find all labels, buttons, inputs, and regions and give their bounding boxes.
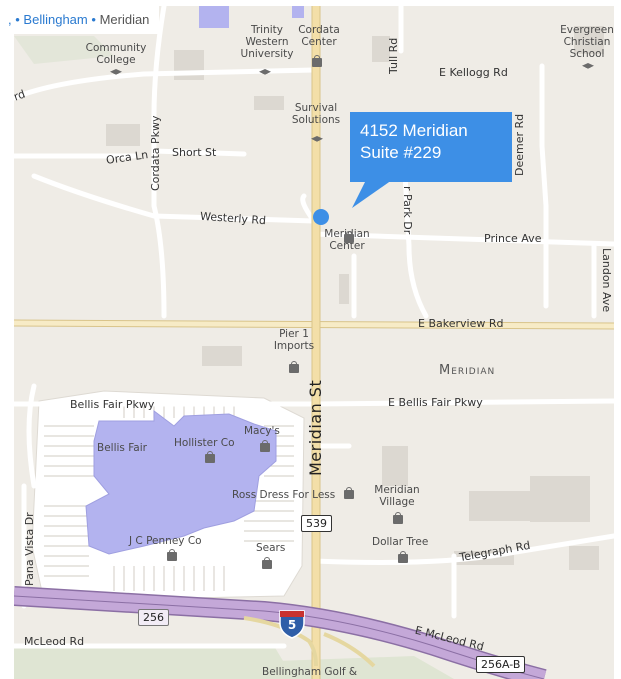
breadcrumb-separator: • [91, 12, 96, 27]
place-bellis-fair[interactable]: Bellis Fair [97, 442, 147, 454]
callout-line-1: 4152 Meridian [360, 121, 468, 140]
road-label-e-bakerview: E Bakerview Rd [418, 317, 504, 330]
place-jc-penney[interactable]: J C Penney Co [129, 535, 202, 547]
breadcrumb-current-meridian: Meridian [99, 12, 150, 27]
road-label-park-dr: r Park Dr [401, 186, 414, 235]
place-bellingham-golf[interactable]: Bellingham Golf & [262, 666, 358, 678]
place-cordata-center[interactable]: Cordata Center [298, 24, 340, 48]
breadcrumb-separator: • [15, 12, 20, 27]
place-hollister-co[interactable]: Hollister Co [174, 437, 235, 449]
callout-line-2: Suite #229 [360, 143, 442, 162]
address-callout[interactable]: 4152 Meridian Suite #229 [350, 112, 512, 182]
shopping-bag-icon [260, 440, 270, 452]
place-evergreen-christian-school[interactable]: Evergreen Christian School [560, 24, 614, 60]
route-256-shield: 256 [138, 609, 169, 626]
interstate-5-number: 5 [287, 618, 297, 632]
shopping-bag-icon [262, 557, 272, 569]
shopping-bag-icon [289, 361, 299, 373]
area-label-meridian: Meridian [439, 363, 496, 378]
interstate-5-shield-icon: 5 [277, 609, 307, 639]
road-label-pana-vista: Pana Vista Dr [23, 512, 36, 586]
shopping-bag-icon [398, 551, 408, 563]
breadcrumb-prefix: , [8, 12, 16, 27]
place-ross-dress-for-less[interactable]: Ross Dress For Less [232, 489, 336, 501]
route-539-shield: 539 [301, 515, 332, 532]
school-icon [110, 69, 122, 75]
road-label-deemer: Deemer Rd [513, 113, 526, 176]
shopping-bag-icon [344, 231, 354, 243]
place-pier1-imports[interactable]: Pier 1 Imports [273, 328, 315, 352]
school-icon [259, 69, 271, 75]
shopping-bag-icon [167, 549, 177, 561]
shopping-bag-icon [312, 55, 322, 67]
road-label-bellis-fair-pkwy-west: Bellis Fair Pkwy [70, 398, 155, 411]
location-pin-icon[interactable] [313, 209, 329, 225]
place-meridian-village[interactable]: Meridian Village [374, 484, 420, 508]
breadcrumb-link-bellingham[interactable]: Bellingham [23, 12, 88, 27]
road-label-e-kellogg: E Kellogg Rd [439, 66, 508, 79]
place-trinity-western-university[interactable]: Trinity Western University [240, 24, 294, 60]
place-community-college[interactable]: Community College [85, 42, 147, 66]
shopping-bag-icon [344, 487, 354, 499]
road-label-mcleod: McLeod Rd [24, 635, 85, 648]
school-icon [311, 136, 323, 142]
road-label-bellis-fair-pkwy-east: E Bellis Fair Pkwy [388, 396, 483, 409]
exit-256ab-sign: 256A-B [476, 656, 526, 673]
road-label-cordata-pkwy: Cordata Pkwy [149, 115, 162, 191]
road-label-tull: Tull Rd [387, 37, 400, 74]
shopping-bag-icon [205, 451, 215, 463]
road-label-landon: Landon Ave [600, 248, 613, 313]
road-label-meridian-st: Meridian St [306, 379, 325, 476]
shopping-bag-icon [393, 512, 403, 524]
place-dollar-tree[interactable]: Dollar Tree [372, 536, 429, 548]
road-label-short: Short St [172, 146, 217, 159]
place-macys[interactable]: Macy's [244, 425, 280, 437]
school-icon [582, 63, 594, 69]
place-survival-solutions[interactable]: Survival Solutions [291, 102, 341, 126]
map-canvas[interactable]: E Kellogg Rd Tull Rd Orca Ln Short St Co… [14, 6, 614, 679]
breadcrumb: , • Bellingham • Meridian [0, 6, 160, 34]
road-label-prince: Prince Ave [484, 232, 542, 245]
place-sears[interactable]: Sears [256, 542, 286, 554]
